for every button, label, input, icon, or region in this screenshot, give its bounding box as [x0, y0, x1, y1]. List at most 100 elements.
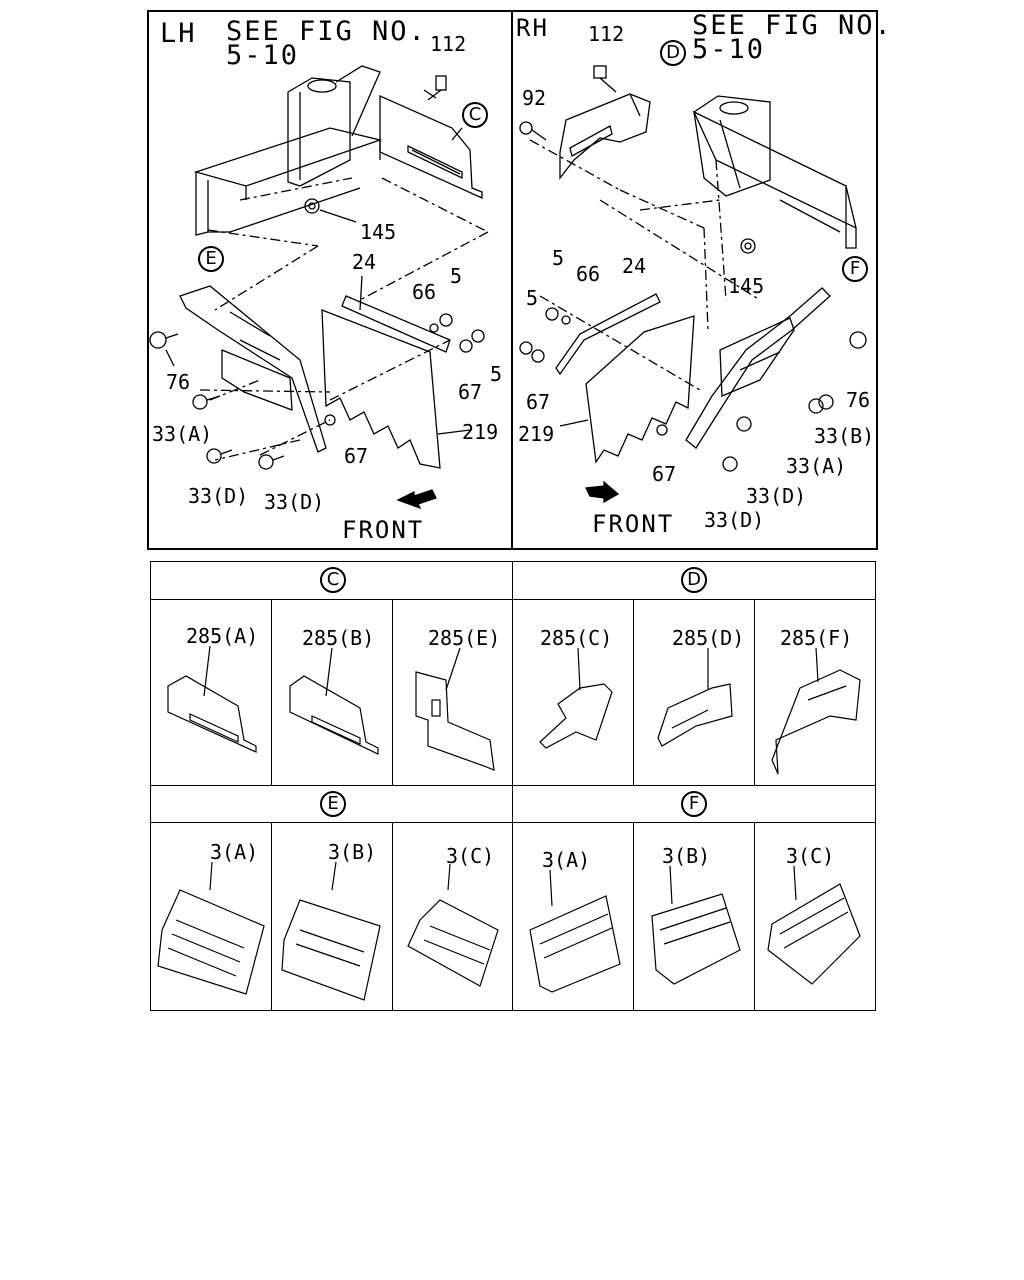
divider-f2 [754, 822, 755, 1011]
lh-nut-145 [304, 198, 357, 223]
lh-callout-33d-right: 33(D) [264, 490, 325, 514]
sketch-e-3c [407, 863, 499, 987]
rh-nut-145 [740, 238, 756, 254]
rh-front-arrow [585, 480, 620, 504]
rh-frame-rail [692, 110, 857, 249]
lh-bolt-112 [423, 75, 447, 101]
rh-callout-67-bottom: 67 [652, 462, 677, 486]
lh-mudflap [321, 295, 451, 469]
rh-callout-33d-left: 33(D) [704, 508, 765, 532]
rh-callout-33d-right: 33(D) [746, 484, 807, 508]
rh-small-parts [519, 307, 867, 472]
sketch-f-3b [651, 865, 741, 985]
rh-callout-145: 145 [728, 274, 765, 298]
lh-tower [287, 65, 381, 187]
rh-bracket-f [685, 287, 831, 449]
part-e-3b-label: 3(B) [328, 840, 377, 864]
sketch-285b [289, 647, 379, 755]
rh-callout-5-top: 5 [552, 246, 565, 270]
part-f-3a-label: 3(A) [542, 848, 591, 872]
part-e-3a-label: 3(A) [210, 840, 259, 864]
variant-table [150, 561, 876, 1011]
rh-callout-5-left: 5 [526, 286, 539, 310]
rh-side-label: RH [516, 14, 549, 42]
divider-center [512, 561, 513, 1011]
group-e-circle: E [320, 791, 346, 817]
sketch-285f [771, 647, 861, 775]
rh-bolt-112 [593, 65, 617, 93]
lh-callout-33d-left: 33(D) [188, 484, 249, 508]
lh-callout-66: 66 [412, 280, 437, 304]
lh-front-arrow [396, 489, 437, 510]
rh-panel [511, 10, 878, 550]
rh-circle-d: D [660, 40, 686, 66]
rh-callout-67-left: 67 [526, 390, 551, 414]
lh-callout-112: 112 [430, 32, 467, 56]
divider-c2 [392, 599, 393, 785]
lh-guides [199, 177, 489, 461]
rh-circle-f: F [842, 256, 868, 282]
divider-e2 [392, 822, 393, 1011]
lh-plate-c [379, 94, 483, 200]
rh-nut-92 [519, 121, 547, 141]
rh-callout-33a: 33(A) [786, 454, 847, 478]
lh-callout-24: 24 [352, 250, 377, 274]
divider-d2 [754, 599, 755, 785]
group-d-circle: D [681, 567, 707, 593]
rh-tower [693, 95, 771, 197]
part-285c-label: 285(C) [540, 626, 613, 650]
sketch-f-3c [767, 865, 861, 985]
part-285e-label: 285(E) [428, 626, 501, 650]
lh-callout-33a: 33(A) [152, 422, 213, 446]
rh-front-label: FRONT [592, 510, 675, 538]
rh-mudflap [555, 293, 695, 464]
rh-see-fig-label: SEE FIG NO. [692, 10, 893, 41]
rh-callout-33b: 33(B) [814, 424, 875, 448]
sketch-e-3b [281, 861, 381, 1001]
rh-callout-66: 66 [576, 262, 601, 286]
rh-fig-number: 5-10 [692, 34, 766, 65]
sketch-285c [539, 647, 613, 749]
lh-callout-5-right: 5 [490, 362, 503, 386]
header-row-ef [150, 785, 876, 786]
group-f-circle: F [681, 791, 707, 817]
lh-callout-67-right: 67 [458, 380, 483, 404]
sketch-f-3a [529, 869, 621, 993]
lh-callout-67-bottom: 67 [344, 444, 369, 468]
lh-callout-5-top: 5 [450, 264, 463, 288]
part-e-3c-label: 3(C) [446, 844, 495, 868]
lh-circle-e: E [198, 246, 224, 272]
part-285f-label: 285(F) [780, 626, 853, 650]
divider-e1 [271, 822, 272, 1011]
rh-callout-76: 76 [846, 388, 871, 412]
lh-callout-145: 145 [360, 220, 397, 244]
lh-callout-219: 219 [462, 420, 499, 444]
rh-callout-92: 92 [522, 86, 547, 110]
sketch-285a [167, 645, 257, 753]
lh-fig-number: 5-10 [226, 40, 300, 71]
sketch-285e [415, 647, 495, 771]
lh-small-parts [149, 275, 485, 470]
rh-callout-219: 219 [518, 422, 555, 446]
part-285b-label: 285(B) [302, 626, 375, 650]
rh-callout-112: 112 [588, 22, 625, 46]
rh-guides [529, 139, 761, 391]
rh-plate-d [559, 93, 651, 180]
sketch-e-3a [157, 861, 265, 995]
lh-callout-76: 76 [166, 370, 191, 394]
rh-callout-24: 24 [622, 254, 647, 278]
part-f-3c-label: 3(C) [786, 844, 835, 868]
lh-see-fig-label: SEE FIG NO. [226, 16, 427, 47]
part-285d-label: 285(D) [672, 626, 745, 650]
divider-d1 [633, 599, 634, 785]
lh-side-label: LH [160, 18, 197, 49]
part-285a-label: 285(A) [186, 624, 259, 648]
group-c-circle: C [320, 567, 346, 593]
header-row-ef-bottom [150, 822, 876, 823]
lh-bracket-e [179, 285, 327, 453]
lh-circle-c: C [462, 102, 488, 128]
divider-c1 [271, 599, 272, 785]
header-row-cd [150, 599, 876, 600]
